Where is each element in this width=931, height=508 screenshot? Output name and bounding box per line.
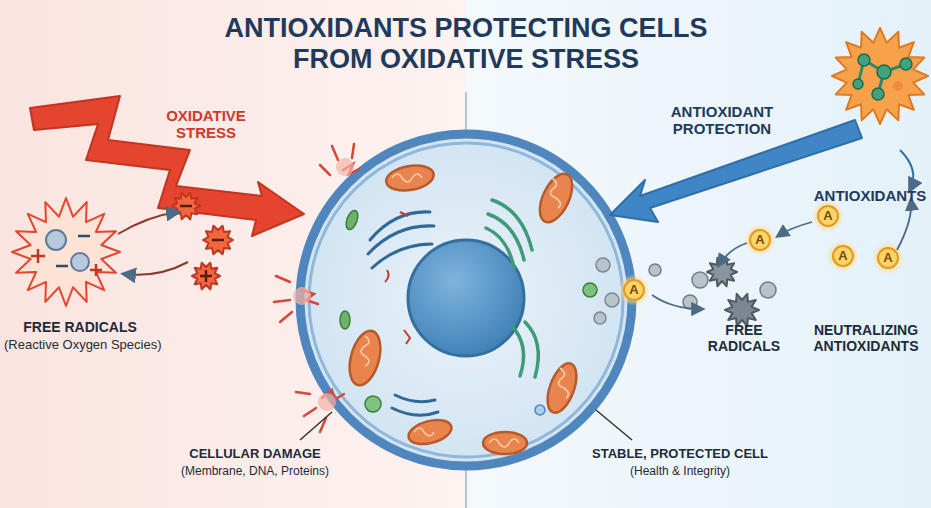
charge-symbol — [56, 265, 68, 268]
antioxidant-letter: A — [823, 209, 832, 224]
text-label: ANTIOXIDANTS — [814, 187, 927, 204]
antioxidant-letter: A — [883, 251, 892, 266]
text-label: (Membrane, DNA, Proteins) — [181, 465, 329, 479]
diagram-title: ANTIOXIDANTS PROTECTING CELLS FROM OXIDA… — [186, 13, 746, 75]
text-label: OXIDATIVE STRESS — [151, 107, 261, 142]
molecule-dot — [744, 224, 776, 256]
molecule-dot — [624, 280, 644, 300]
radical-burst — [172, 193, 200, 220]
charge-symbol — [78, 235, 90, 238]
text-label: FREE RADICALS — [699, 322, 789, 354]
radical-burst — [12, 198, 120, 306]
text-label: (Health & Integrity) — [630, 465, 730, 479]
charge-symbol — [212, 239, 224, 242]
molecule-dot — [818, 206, 838, 226]
text-label: FREE RADICALS — [23, 319, 137, 335]
radical-burst — [192, 263, 220, 290]
antioxidant-letter: A — [629, 283, 638, 298]
molecule-dot — [833, 246, 853, 266]
molecule-dot — [618, 274, 650, 306]
radical-burst — [203, 226, 233, 255]
charge-symbol — [200, 270, 212, 282]
text-label: CELLULAR DAMAGE — [189, 447, 320, 462]
text-label: ANTIOXIDANT PROTECTION — [652, 103, 792, 138]
antioxidant-letter: A — [755, 233, 764, 248]
text-label: NEUTRALIZING ANTIOXIDANTS — [806, 322, 926, 354]
molecule-dot — [71, 253, 89, 271]
charge-symbol — [180, 205, 192, 208]
charge-symbol — [31, 249, 45, 263]
molecule-dot — [878, 248, 898, 268]
molecule-dot — [812, 200, 844, 232]
radical-burst — [725, 294, 759, 326]
antioxidant-letter: A — [838, 249, 847, 264]
text-label: (Reactive Oxygen Species) — [4, 338, 162, 353]
molecule-dot — [750, 230, 770, 250]
molecule-dot — [827, 240, 859, 272]
radical-burst — [832, 28, 928, 124]
text-label: STABLE, PROTECTED CELL — [592, 447, 768, 462]
charge-symbol — [90, 264, 102, 276]
molecule-dot — [46, 230, 66, 250]
